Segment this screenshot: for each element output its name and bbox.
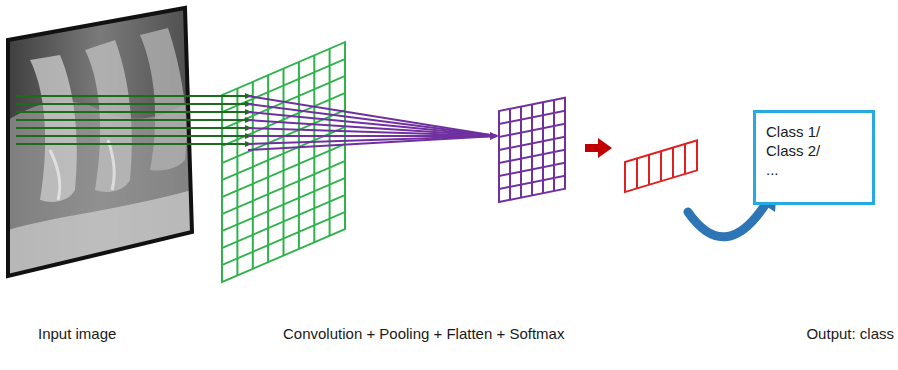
stage-caption: Convolution + Pooling + Flatten + Softma… <box>283 324 564 343</box>
stage-caption: Output: class <box>806 324 894 343</box>
pooling-grid <box>499 98 565 202</box>
xray-image <box>0 0 200 280</box>
input-arrows <box>16 96 252 144</box>
flatten-vector <box>625 140 697 192</box>
conv-grid <box>222 42 345 282</box>
pooling-lines <box>248 96 497 150</box>
stage-caption: Input image <box>38 324 116 343</box>
flatten-arrow <box>585 138 612 158</box>
softmax-arrow <box>688 205 765 237</box>
class-list: Class 1/ Class 2/ ... <box>766 122 830 179</box>
output-box: Class 1/ Class 2/ ... <box>753 110 875 205</box>
